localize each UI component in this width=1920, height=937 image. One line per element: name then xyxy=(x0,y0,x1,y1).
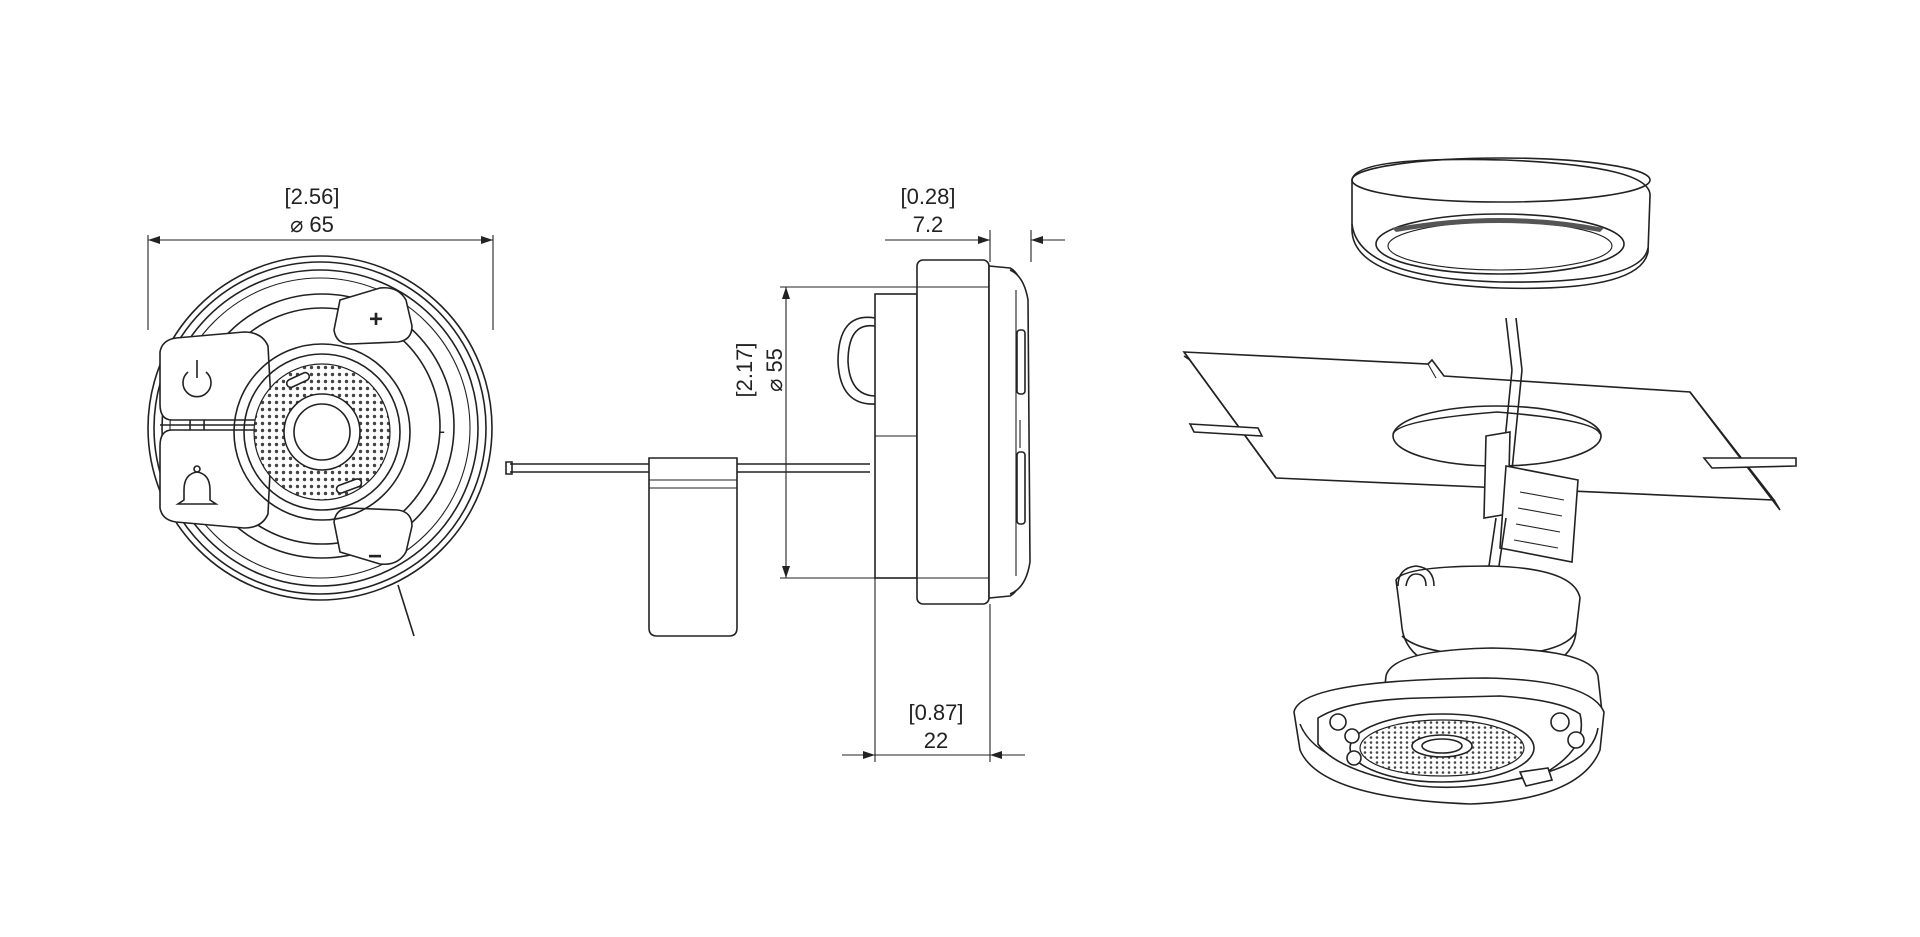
connector xyxy=(1483,369,1579,601)
top-depth-dimension: [0.28] 7.2 xyxy=(885,184,1065,262)
front-diameter-mm: ⌀ 65 xyxy=(290,212,334,237)
power-icon xyxy=(182,360,212,398)
bottom-depth-mm: 22 xyxy=(924,728,948,753)
top-depth-mm: 7.2 xyxy=(913,212,944,237)
side-view: [0.28] 7.2 [2.17] ⌀ 55 xyxy=(505,184,1065,762)
side-diameter-inch: [2.17] xyxy=(732,342,757,397)
bottom-depth-inch: [0.87] xyxy=(908,700,963,725)
bottom-depth-dimension: [0.87] 22 xyxy=(842,578,1025,762)
trim-ring xyxy=(1351,157,1651,290)
minus-symbol: − xyxy=(368,543,382,570)
dash-symbol: - xyxy=(439,421,445,441)
mounting-panel xyxy=(1182,351,1797,511)
exploded-view xyxy=(1182,157,1797,805)
speaker-module xyxy=(1293,565,1605,805)
front-diameter-dimension: [2.56] ⌀ 65 xyxy=(147,184,494,330)
front-diameter-inch: [2.56] xyxy=(284,184,339,209)
side-diameter-dimension: [2.17] ⌀ 55 xyxy=(732,286,940,579)
bell-icon xyxy=(175,465,219,505)
top-depth-inch: [0.28] xyxy=(900,184,955,209)
plus-symbol: + xyxy=(369,306,383,333)
side-diameter-mm: ⌀ 55 xyxy=(762,348,787,392)
front-view: [2.56] ⌀ 65 + − - xyxy=(147,184,494,637)
